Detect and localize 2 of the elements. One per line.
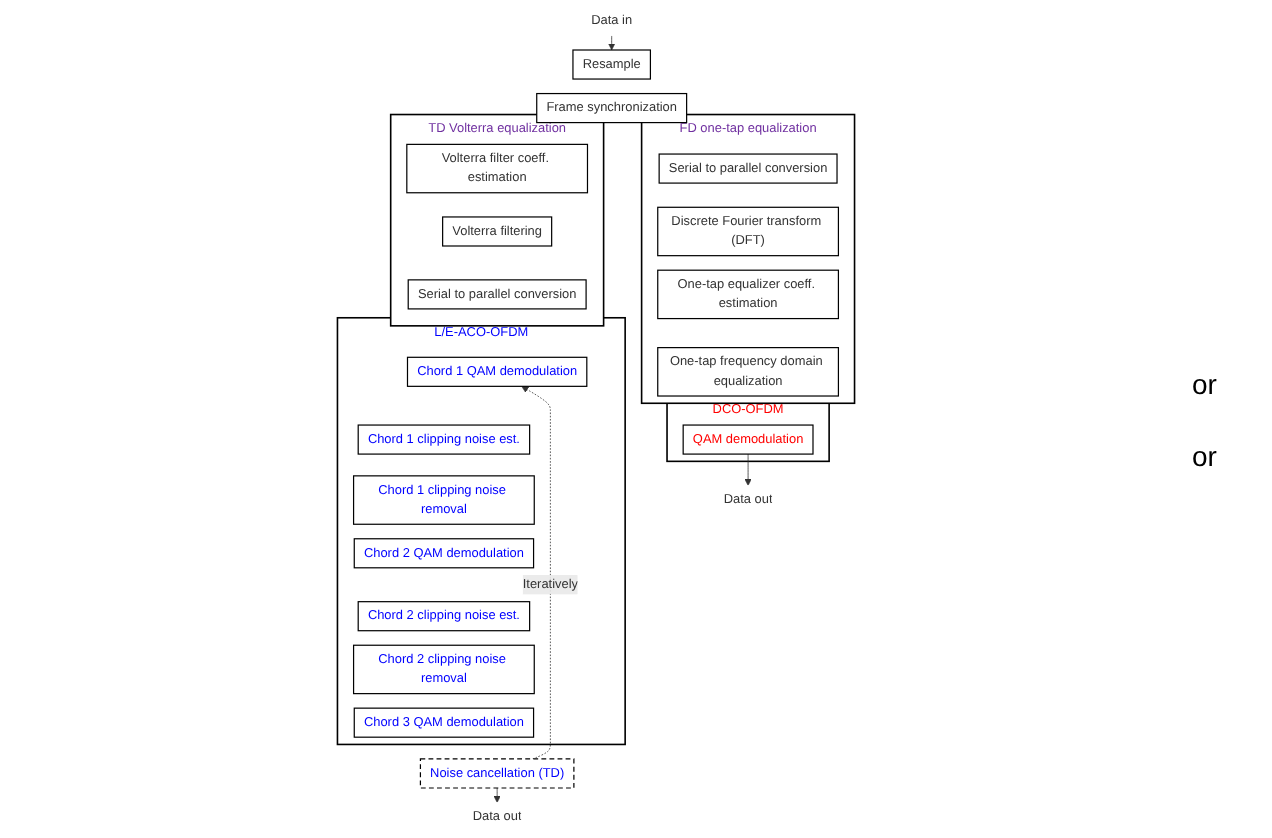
or-label: or (1192, 439, 1219, 471)
or-label: or (1192, 367, 1219, 399)
